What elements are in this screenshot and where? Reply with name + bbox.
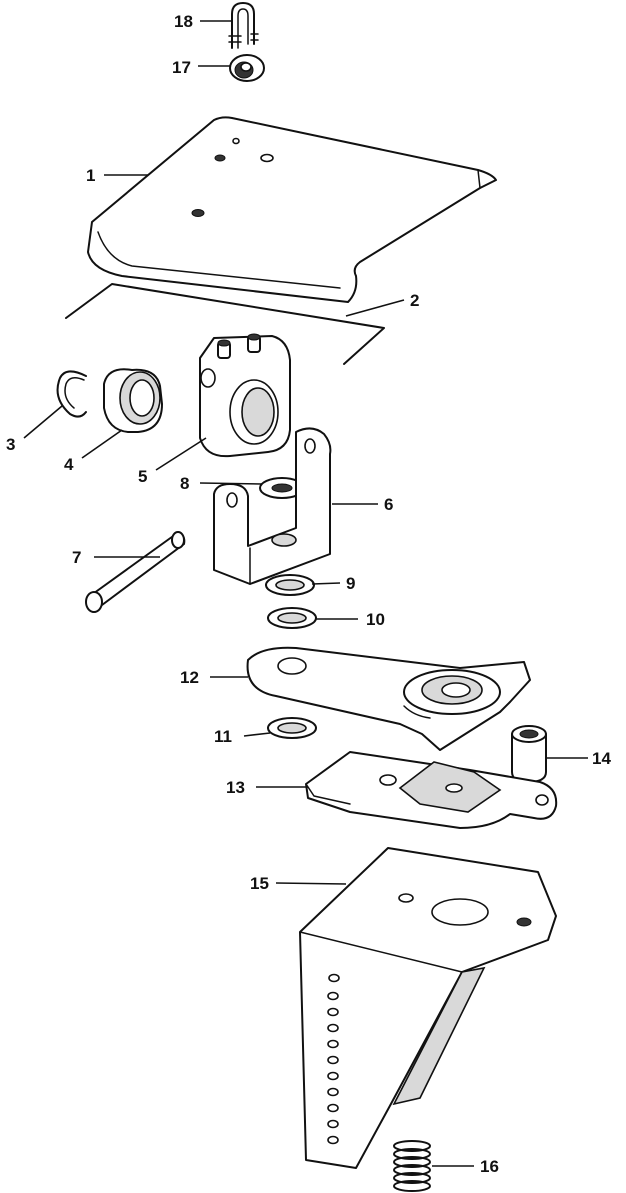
callout-14: 14 [592, 749, 611, 768]
part-4-bearing [103, 368, 163, 433]
callout-2: 2 [410, 291, 419, 310]
callout-7: 7 [72, 548, 81, 567]
part-1-seat-plate [87, 116, 497, 303]
part-11-washer [267, 717, 317, 739]
callout-12: 12 [180, 668, 199, 687]
part-15-mounting-bracket [299, 847, 557, 1169]
part-2-pad [65, 283, 385, 365]
callout-3: 3 [6, 435, 15, 454]
callout-10: 10 [366, 610, 385, 629]
part-18-u-bolt [228, 2, 259, 49]
callout-11: 11 [214, 727, 232, 746]
callout-1: 1 [86, 166, 95, 185]
callout-17: 17 [172, 58, 191, 77]
callout-15: 15 [250, 874, 269, 893]
callout-18: 18 [174, 12, 193, 31]
part-14-spacer-tube [511, 725, 547, 783]
callout-6: 6 [384, 495, 393, 514]
part-6-u-bracket [213, 427, 332, 585]
callout-4: 4 [64, 455, 74, 474]
part-17-bushing [229, 54, 265, 82]
part-9-washer [265, 574, 315, 596]
leader-lines [23, 20, 588, 1167]
part-8-washer [259, 477, 305, 499]
part-3-snap-ring [56, 370, 87, 418]
part-16-spring [393, 1140, 431, 1192]
part-5-clamp-block [199, 333, 291, 458]
part-10-washer [267, 607, 317, 629]
callout-9: 9 [346, 574, 355, 593]
callout-13: 13 [226, 778, 245, 797]
part-13-lock-plate [305, 751, 558, 829]
callout-8: 8 [180, 474, 189, 493]
callout-16: 16 [480, 1157, 499, 1176]
part-12-swivel-plate [246, 646, 531, 751]
part-7-pin [85, 531, 186, 613]
bracket-hole-row [327, 973, 340, 1145]
callout-labels: 18 17 1 2 3 4 5 8 6 7 9 10 12 11 14 13 1… [6, 12, 611, 1176]
callout-5: 5 [138, 467, 147, 486]
